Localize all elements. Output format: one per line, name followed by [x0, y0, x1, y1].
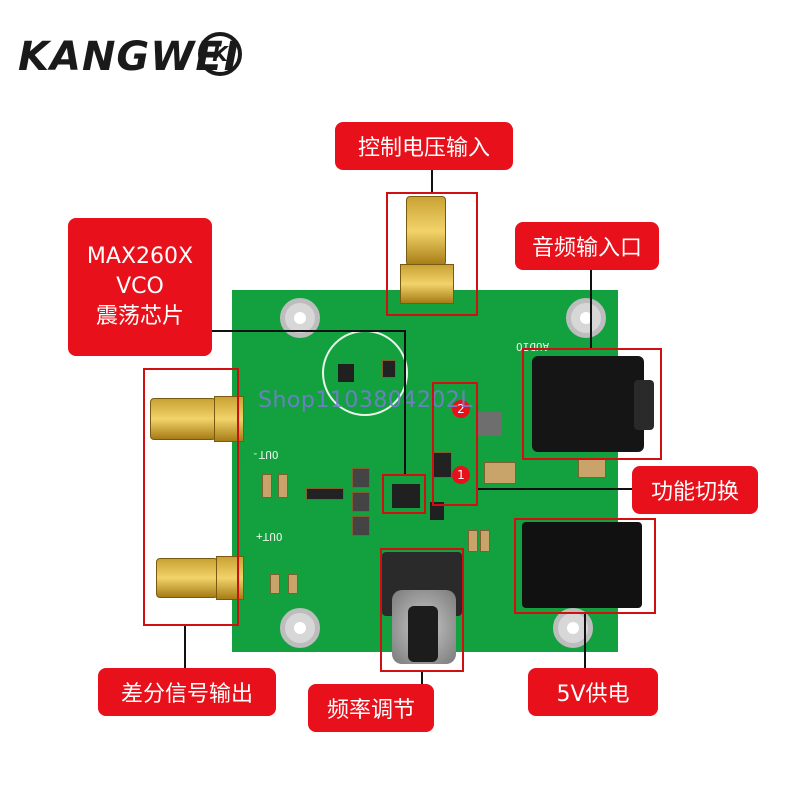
smd-part — [306, 488, 344, 500]
switch-position-2-badge: 2 — [452, 400, 470, 418]
smd-chip-2 — [430, 502, 444, 520]
label-audio-input: 音频输入口 — [515, 222, 659, 270]
smd-chip-1 — [338, 364, 354, 382]
brand-logo-mark: K — [198, 32, 242, 76]
sma-connector-out-plus — [156, 558, 218, 598]
leader-line-control — [431, 168, 433, 192]
switch-position-1-badge: 1 — [452, 466, 470, 484]
leader-line-pot — [421, 672, 423, 684]
smd-part — [262, 474, 272, 498]
dc-power-jack — [522, 522, 642, 608]
highlight-box-power — [514, 518, 656, 614]
silk-out-plus: OUT+ — [256, 530, 283, 543]
smd-part — [278, 474, 288, 498]
highlight-box-pot — [380, 548, 464, 672]
silk-out-minus: OUT- — [252, 448, 279, 461]
leader-line-audio — [590, 268, 592, 348]
label-control-voltage-input: 控制电压输入 — [335, 122, 513, 170]
label-vco-chip: MAX260X VCO 震荡芯片 — [68, 218, 212, 356]
label-frequency-adjust: 频率调节 — [308, 684, 434, 732]
label-vco-chip-line3: 震荡芯片 — [95, 303, 184, 329]
leader-line-chip-h — [210, 330, 406, 332]
highlight-box-differential — [143, 368, 239, 626]
smd-part — [288, 574, 298, 594]
mount-hole-top-right — [566, 298, 606, 338]
highlight-box-vco-chip — [382, 474, 426, 514]
sma-connector-out-plus-base — [216, 556, 244, 600]
shop-watermark: Shop1103804202L — [258, 388, 474, 413]
highlight-box-control-input — [386, 192, 478, 316]
potentiometer-shaft — [408, 606, 438, 662]
leader-line-switch — [478, 488, 632, 490]
label-differential-output: 差分信号输出 — [98, 668, 276, 716]
smd-part — [484, 462, 516, 484]
smd-part — [352, 468, 370, 488]
smd-part — [352, 516, 370, 536]
leader-line-power — [584, 614, 586, 668]
highlight-box-audio — [522, 348, 662, 460]
audio-jack — [532, 356, 644, 452]
label-5v-power: 5V供电 — [528, 668, 658, 716]
smd-part — [352, 492, 370, 512]
label-vco-chip-line2: VCO — [116, 274, 164, 300]
smd-part — [270, 574, 280, 594]
vco-chip — [392, 484, 420, 508]
mount-hole-bottom-right — [553, 608, 593, 648]
highlight-box-switch — [432, 382, 478, 506]
smd-chip-3 — [478, 412, 502, 436]
label-function-switch: 功能切换 — [632, 466, 758, 514]
sma-connector-out-minus-base — [214, 396, 244, 442]
mount-hole-top-left — [280, 298, 320, 338]
label-vco-chip-line1: MAX260X — [86, 244, 194, 270]
mount-hole-bottom-left — [280, 608, 320, 648]
smd-part — [578, 458, 606, 478]
audio-jack-barrel — [634, 380, 654, 430]
smd-part — [382, 360, 396, 378]
leader-line-differential — [184, 626, 186, 668]
smd-part — [468, 530, 478, 552]
smd-part — [480, 530, 490, 552]
leader-line-chip-v — [404, 330, 406, 474]
sma-connector-top-base — [400, 264, 454, 304]
